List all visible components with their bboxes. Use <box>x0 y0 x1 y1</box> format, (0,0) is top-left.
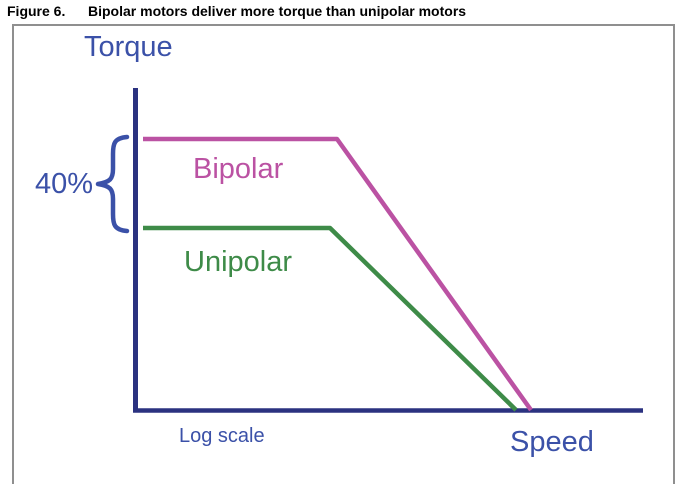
figure-caption: Bipolar motors deliver more torque than … <box>88 3 467 19</box>
figure-6-torque-chart: { "figure": { "label": "Figure 6.", "cap… <box>7 3 675 484</box>
unipolar-series-label: Unipolar <box>184 246 292 278</box>
bipolar-series-label: Bipolar <box>193 153 284 185</box>
torque-gap-annotation: 40% <box>35 168 94 200</box>
x-axis-label: Speed <box>510 426 594 458</box>
unipolar-curve <box>143 225 518 412</box>
torque-speed-plot <box>95 88 643 413</box>
figure-number: Figure 6. <box>7 3 66 19</box>
figure-frame <box>12 24 675 484</box>
brace-40pct-icon <box>95 134 130 234</box>
log-scale-note: Log scale <box>179 425 265 447</box>
bipolar-curve <box>143 136 533 412</box>
y-axis-label: Torque <box>84 31 173 63</box>
